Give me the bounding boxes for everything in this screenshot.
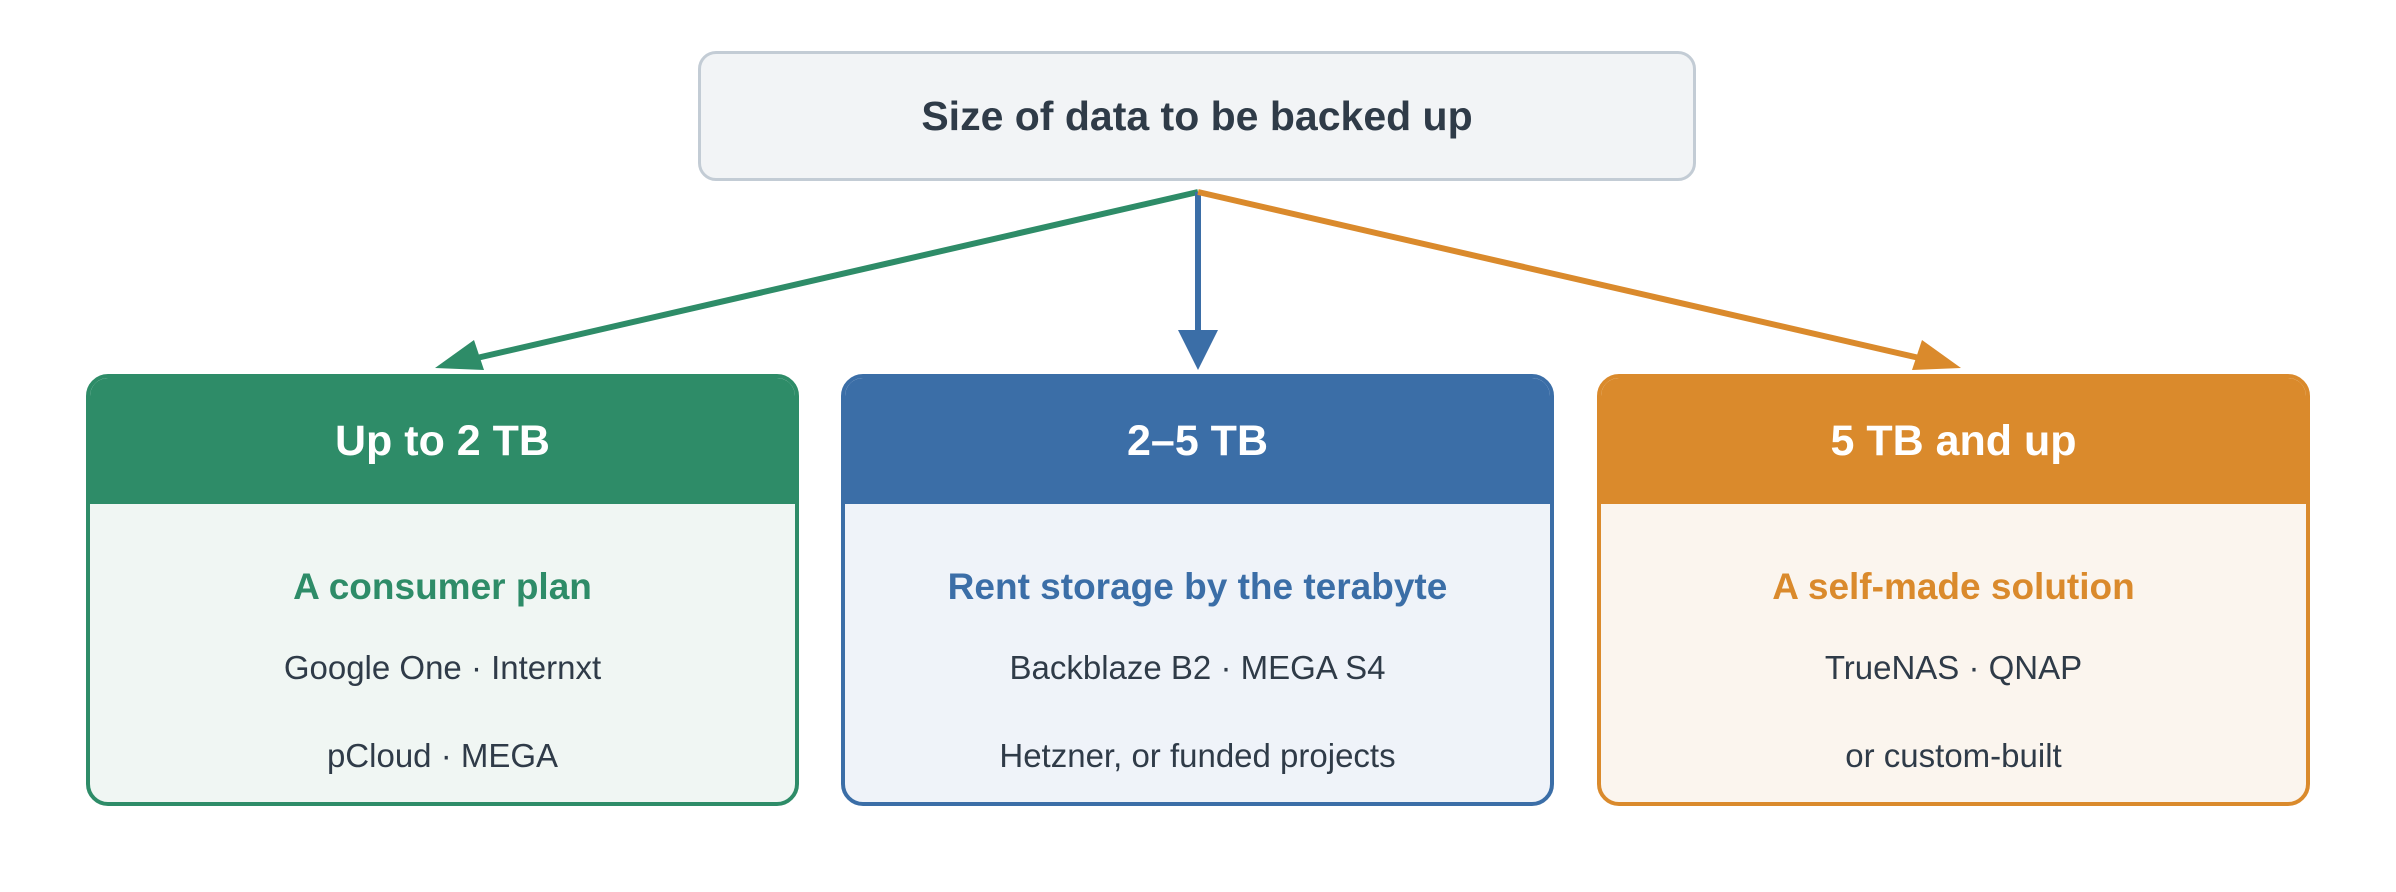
- arrow-to-up-to-2tb: [435, 189, 1199, 370]
- branch-detail-line: Backblaze B2 · MEGA S4: [1009, 649, 1386, 686]
- branch-body: A consumer plan Google One · Internxt pC…: [90, 565, 795, 776]
- branch-subtitle: A self-made solution: [1772, 566, 2135, 607]
- branch-detail-line: or custom-built: [1845, 737, 2062, 774]
- root-node: Size of data to be backed up: [698, 51, 1696, 181]
- branch-detail-line: Hetzner, or funded projects: [999, 737, 1396, 774]
- arrow-to-5tb-and-up: [1197, 189, 1961, 370]
- branch-card-up-to-2tb: Up to 2 TB A consumer plan Google One · …: [86, 374, 799, 806]
- branch-body: A self-made solution TrueNAS · QNAP or c…: [1601, 565, 2306, 776]
- branch-card-2-5tb: 2–5 TB Rent storage by the terabyte Back…: [841, 374, 1554, 806]
- branch-header: 5 TB and up: [1601, 378, 2306, 504]
- branch-subtitle: Rent storage by the terabyte: [947, 566, 1448, 607]
- branch-card-5tb-and-up: 5 TB and up A self-made solution TrueNAS…: [1597, 374, 2310, 806]
- branch-detail-line: Google One · Internxt: [283, 649, 602, 686]
- branch-header: Up to 2 TB: [90, 378, 795, 504]
- branch-detail-line: pCloud · MEGA: [326, 737, 559, 774]
- branch-detail-line: TrueNAS · QNAP: [1824, 649, 2083, 686]
- branch-subtitle: A consumer plan: [293, 566, 592, 607]
- branch-body: Rent storage by the terabyte Backblaze B…: [845, 565, 1550, 776]
- branch-header: 2–5 TB: [845, 378, 1550, 504]
- root-node-label: Size of data to be backed up: [921, 92, 1473, 139]
- arrow-to-2-5tb: [1178, 192, 1218, 370]
